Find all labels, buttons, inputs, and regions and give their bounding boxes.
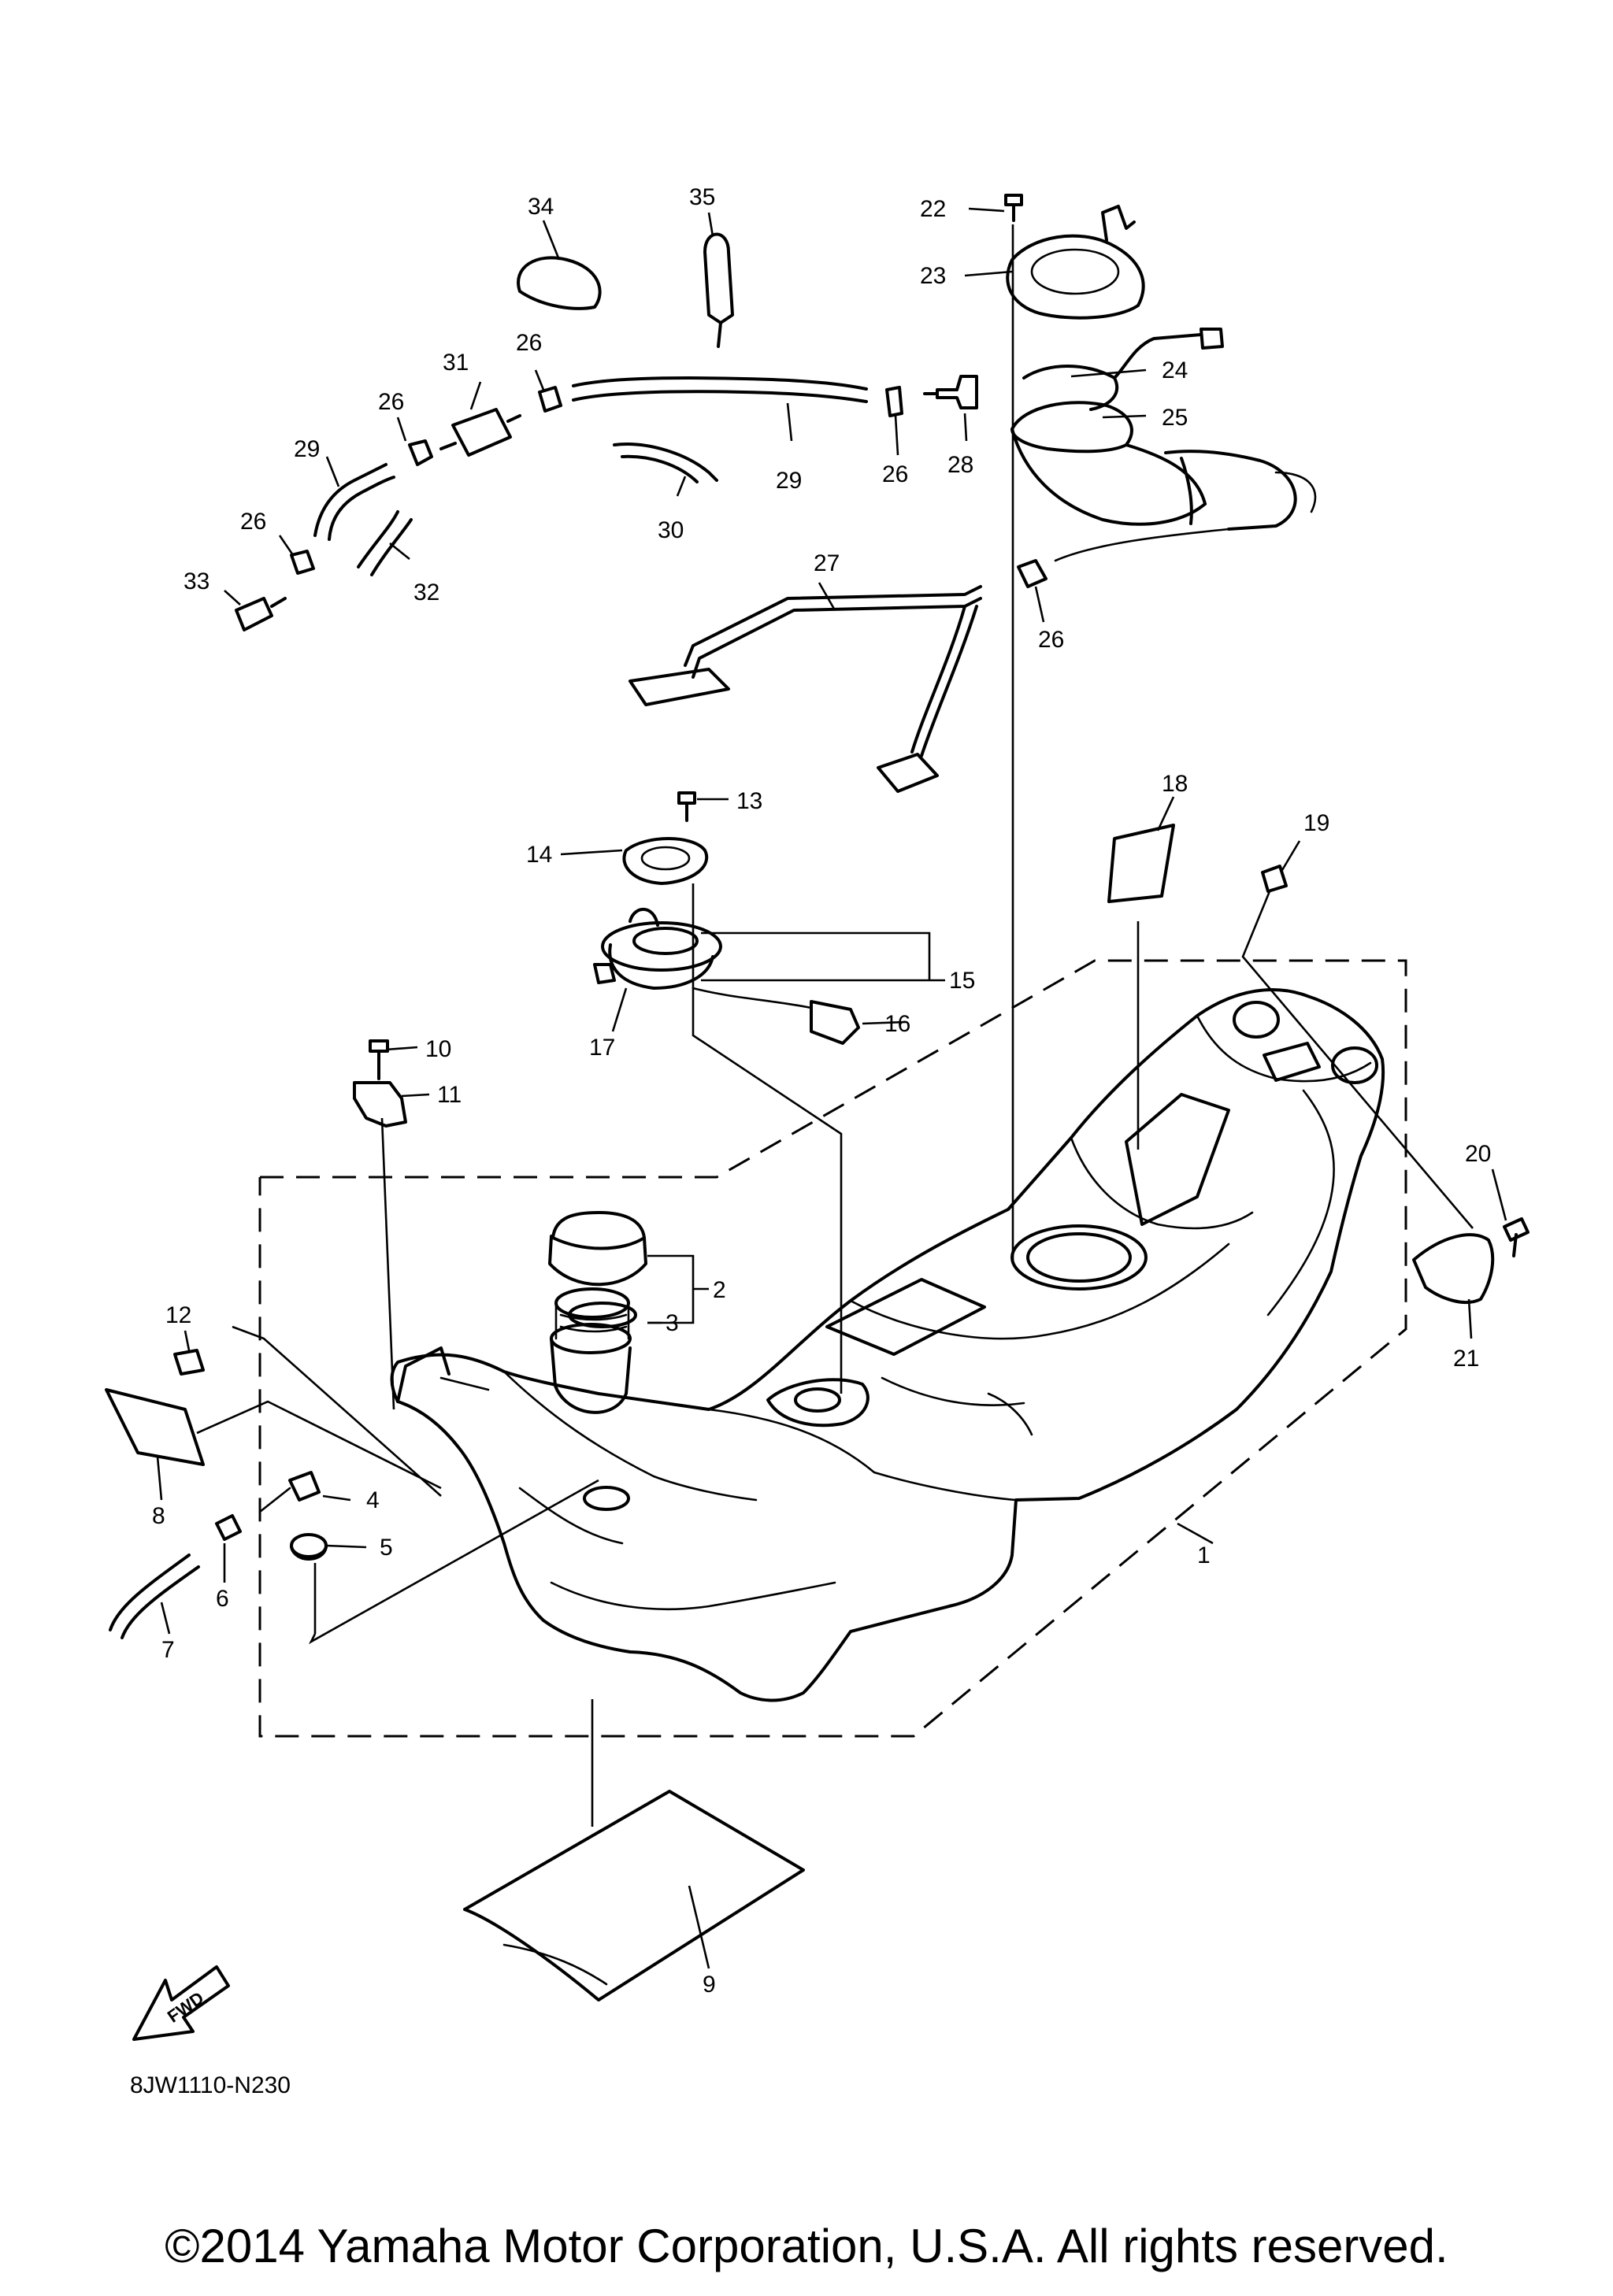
assembly-outline <box>258 959 1407 1738</box>
copyright-notice: ©2014 Yamaha Motor Corporation, U.S.A. A… <box>165 2220 1448 2272</box>
callout-32: 32 <box>413 580 439 605</box>
callout-26: 26 <box>1038 627 1064 653</box>
callout-5: 5 <box>380 1535 393 1561</box>
callout-6: 6 <box>216 1586 229 1612</box>
callout-7: 7 <box>161 1637 175 1663</box>
fuel-pump-assembly <box>885 194 1317 588</box>
callout-35: 35 <box>689 184 715 210</box>
callout-10: 10 <box>425 1036 451 1062</box>
callout-12: 12 <box>165 1302 191 1328</box>
callout-20: 20 <box>1465 1141 1491 1167</box>
callout-17: 17 <box>589 1035 615 1061</box>
callout-34: 34 <box>528 194 554 220</box>
filler-cap <box>548 1211 647 1328</box>
leader-lines <box>156 207 1507 1969</box>
callout-26: 26 <box>882 461 908 487</box>
fuel-hoses <box>235 232 868 631</box>
callout-26: 26 <box>378 389 404 415</box>
callout-27: 27 <box>814 550 840 576</box>
reference-code: 8JW1110-N230 <box>130 2072 291 2098</box>
callout-8: 8 <box>152 1503 165 1529</box>
callout-23: 23 <box>920 263 946 289</box>
callout-labels: 1 2 3 4 5 6 7 8 9 10 11 12 13 14 15 16 1… <box>152 184 1491 1998</box>
callout-25: 25 <box>1162 405 1188 431</box>
callout-22: 22 <box>920 196 946 222</box>
callout-31: 31 <box>443 350 469 376</box>
callout-3: 3 <box>666 1310 679 1336</box>
callout-28: 28 <box>947 452 973 478</box>
callout-9: 9 <box>703 1972 716 1998</box>
callout-29: 29 <box>294 436 320 462</box>
callout-24: 24 <box>1162 357 1188 383</box>
callout-1: 1 <box>1197 1542 1211 1568</box>
callout-4: 4 <box>366 1487 380 1513</box>
callout-19: 19 <box>1303 810 1329 836</box>
fuel-sender-unit <box>593 791 860 1045</box>
callout-2: 2 <box>713 1277 726 1303</box>
breather-pipe <box>629 585 982 793</box>
callout-33: 33 <box>184 568 210 594</box>
callout-30: 30 <box>658 517 684 543</box>
callout-15: 15 <box>949 968 975 994</box>
callout-14: 14 <box>526 842 552 868</box>
callout-16: 16 <box>884 1011 910 1037</box>
callout-13: 13 <box>736 788 762 814</box>
fuel-tank <box>390 988 1385 1702</box>
callout-29: 29 <box>776 468 802 494</box>
small-fittings <box>105 824 1530 2002</box>
callout-26: 26 <box>516 330 542 356</box>
fwd-arrow-icon: FWD <box>132 1965 230 2041</box>
callout-11: 11 <box>437 1082 462 1108</box>
callout-21: 21 <box>1453 1346 1479 1372</box>
callout-18: 18 <box>1162 771 1188 797</box>
callout-26: 26 <box>240 509 266 535</box>
